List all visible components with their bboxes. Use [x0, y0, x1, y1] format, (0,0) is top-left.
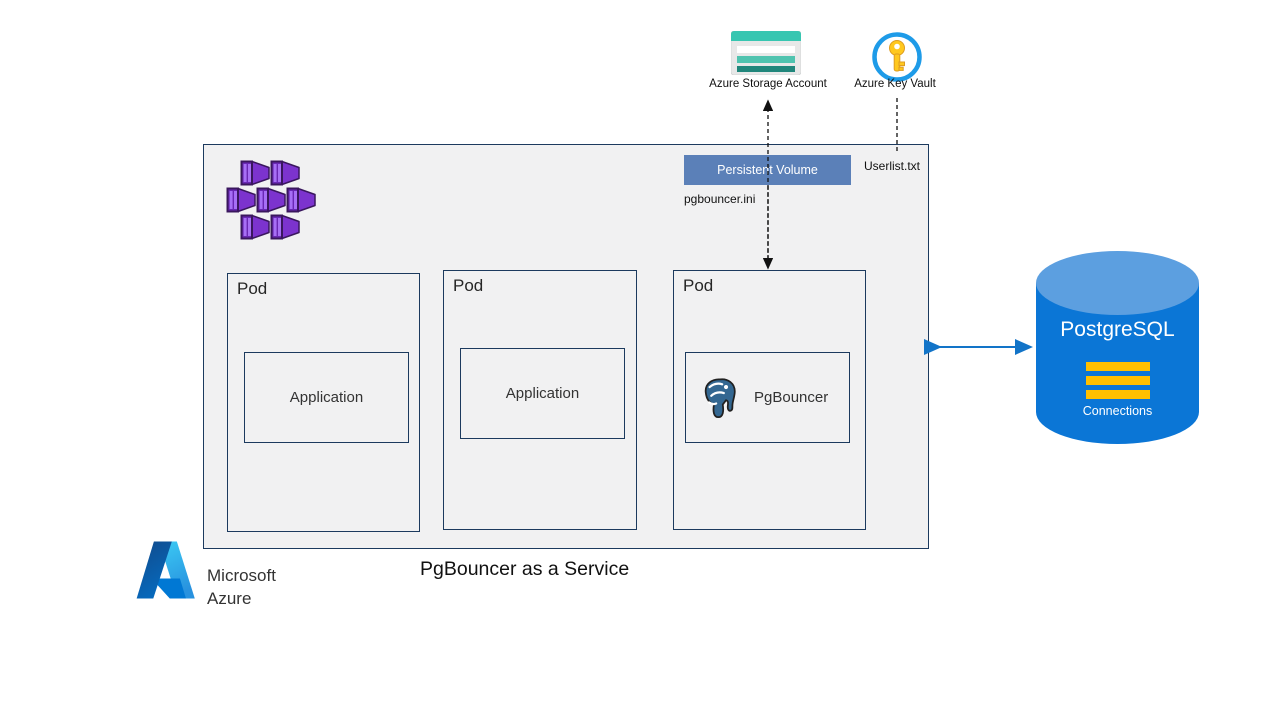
microsoft-azure-wordmark: Microsoft Azure: [207, 564, 276, 610]
azure-key-vault-label: Azure Key Vault: [854, 78, 936, 90]
azure-logo-icon: [136, 541, 195, 599]
persistent-volume-box: Persistent Volume: [684, 155, 851, 185]
pgbouncer-ini-file-label: pgbouncer.ini: [684, 192, 756, 206]
persistent-volume-label: Persistent Volume: [717, 163, 818, 177]
postgresql-database-cylinder: [1036, 251, 1199, 444]
pod-2-label: Pod: [453, 276, 484, 295]
azure-key-vault-icon: [872, 32, 922, 82]
container-cluster-icon: [226, 160, 316, 240]
azure-storage-account-icon: [731, 31, 801, 75]
userlist-file-label: Userlist.txt: [864, 159, 921, 173]
pgbouncer-box: PgBouncer: [685, 352, 850, 443]
application-box-2: Application: [460, 348, 625, 439]
pod-3: Pod PgBouncer: [673, 270, 866, 530]
diagram-title: PgBouncer as a Service: [420, 558, 630, 580]
application-2-label: Application: [505, 385, 580, 402]
brand-line-2: Azure: [207, 589, 252, 608]
pod-1-label: Pod: [237, 279, 268, 298]
azure-storage-account-label: Azure Storage Account: [709, 78, 827, 90]
application-box-1: Application: [244, 352, 409, 443]
pgbouncer-label: PgBouncer: [754, 389, 829, 406]
postgresql-elephant-icon: [704, 377, 736, 418]
cluster-container: [203, 144, 929, 549]
pod-1: Pod Application: [227, 273, 420, 532]
postgresql-label: PostgreSQL: [1060, 318, 1175, 341]
connections-label: Connections: [1082, 404, 1153, 418]
application-1-label: Application: [289, 389, 364, 406]
pod-2: Pod Application: [443, 270, 637, 530]
pod-3-label: Pod: [683, 276, 714, 295]
brand-line-1: Microsoft: [207, 566, 276, 585]
